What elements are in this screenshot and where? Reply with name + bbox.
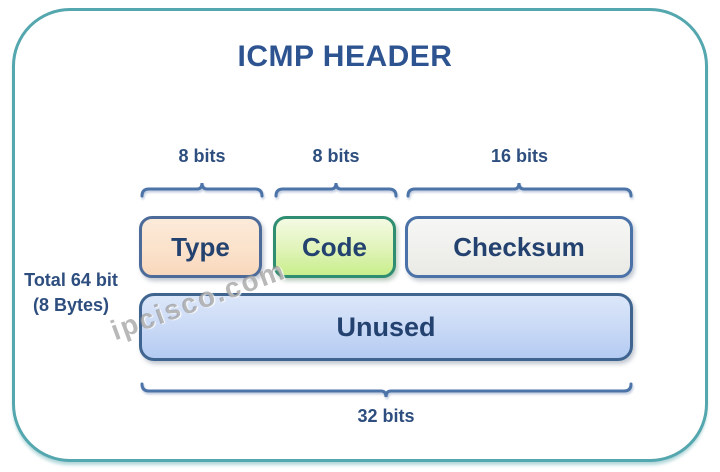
brace-unused-icon <box>140 382 633 398</box>
brace-code-icon <box>274 182 398 198</box>
brace-path <box>274 182 398 198</box>
bits-label-checksum: 16 bits <box>490 146 549 166</box>
total-size-line2: (8 Bytes) <box>32 295 110 316</box>
brace-checksum-icon <box>406 182 633 198</box>
field-box-type: Type <box>139 216 262 278</box>
field-label-type: Type <box>171 231 230 262</box>
bits-label-type: 8 bits <box>178 146 226 166</box>
brace-type-icon <box>140 182 264 198</box>
total-size-label: Total 64 bit (8 Bytes) <box>8 268 134 318</box>
bits-label-code: 8 bits <box>312 146 360 166</box>
brace-path <box>140 182 264 198</box>
brace-path <box>140 382 633 398</box>
field-label-code: Code <box>302 231 367 262</box>
page-title: ICMP HEADER <box>237 40 453 73</box>
field-box-unused: Unused <box>139 293 633 361</box>
bits-label-unused: 32 bits <box>357 406 415 426</box>
field-box-checksum: Checksum <box>405 216 633 278</box>
brace-path <box>406 182 633 198</box>
field-label-unused: Unused <box>336 311 436 342</box>
total-size-line1: Total 64 bit <box>24 270 118 290</box>
field-label-checksum: Checksum <box>453 231 585 262</box>
field-box-code: Code <box>273 216 396 278</box>
